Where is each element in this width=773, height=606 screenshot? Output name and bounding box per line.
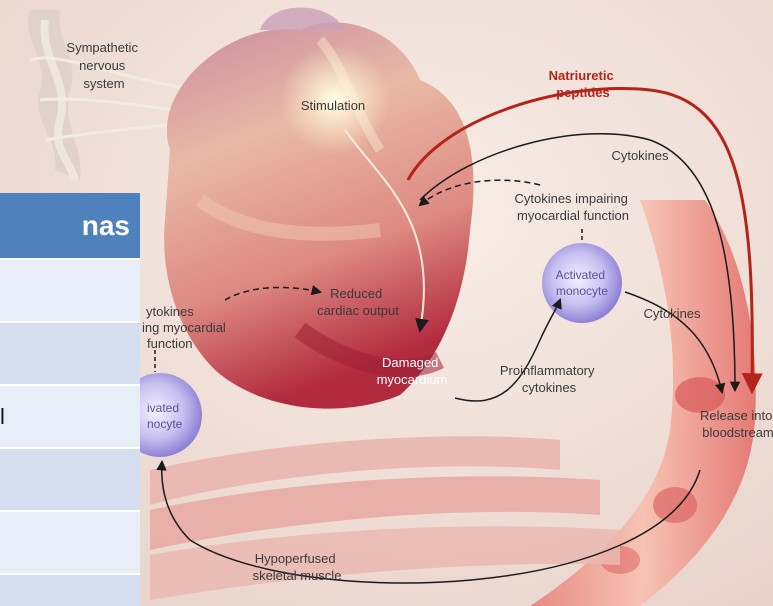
cytokines-right-label: Cytokines bbox=[643, 306, 701, 321]
table-row bbox=[0, 321, 140, 384]
table-row bbox=[0, 510, 140, 573]
table-row bbox=[0, 447, 140, 510]
overlay-table: nas l bbox=[0, 193, 140, 606]
table-header: nas bbox=[0, 193, 140, 258]
stimulation-label: Stimulation bbox=[301, 98, 365, 113]
cytokines-top-label: Cytokines bbox=[611, 148, 669, 163]
table-row bbox=[0, 573, 140, 606]
table-row: l bbox=[0, 384, 140, 447]
table-row bbox=[0, 258, 140, 321]
